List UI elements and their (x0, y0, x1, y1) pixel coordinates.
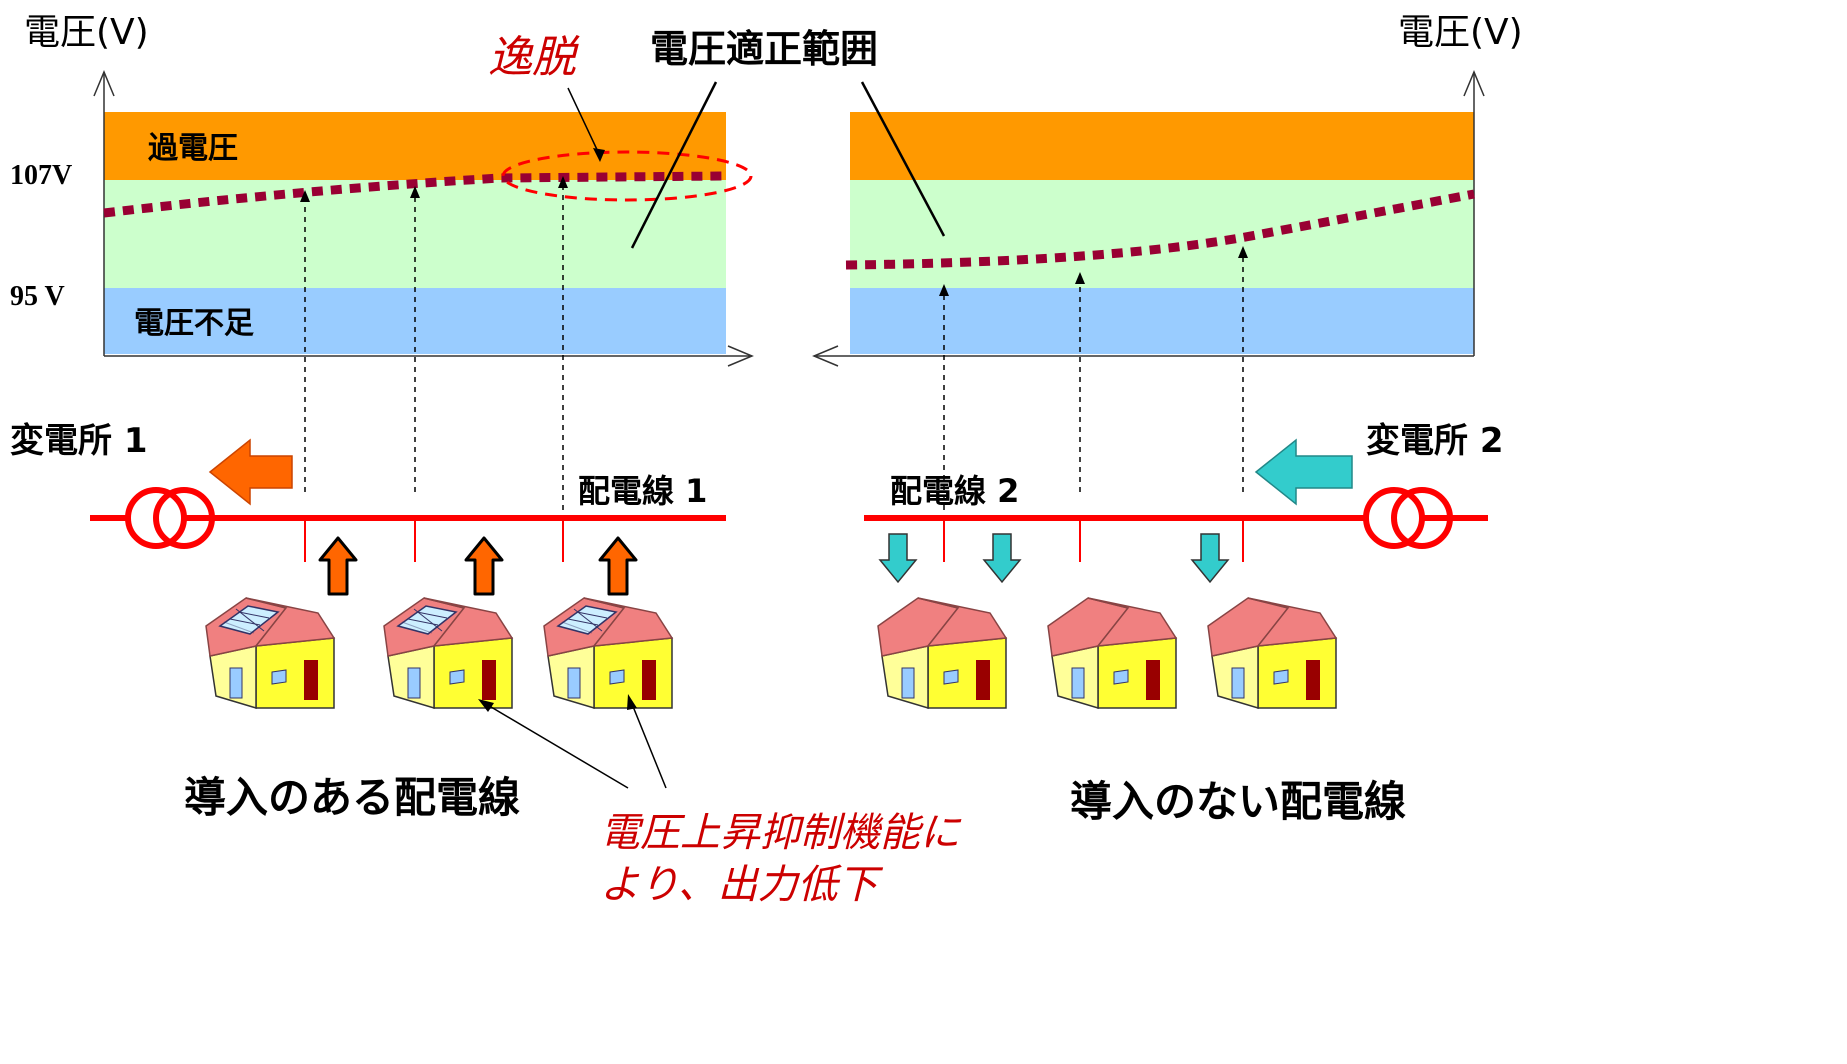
right-measurement-arrowheads (939, 246, 1248, 296)
up-arrow-icon (464, 536, 504, 596)
deviation-ellipse (501, 150, 753, 202)
down-arrow-icon (983, 533, 1021, 583)
down-arrow-icon (879, 533, 917, 583)
note-pointer-1-head (478, 699, 494, 712)
left-y-axis-arrowhead (93, 70, 115, 97)
proper-range-label: 電圧適正範囲 (650, 27, 878, 71)
left-caption: 導入のある配電線 (184, 773, 520, 822)
output-suppression-note-line2: より、出力低下 (600, 862, 884, 908)
proper-range-pointer-right (860, 81, 946, 237)
deviation-pointer-head (593, 148, 605, 162)
line-1-label: 配電線 1 (578, 472, 707, 510)
tick-label-107v: 107V (10, 160, 72, 191)
under-voltage-label: 電圧不足 (134, 306, 254, 341)
house-icon (877, 597, 1007, 709)
transformer-icon (1363, 487, 1453, 549)
reverse-flow-arrow (208, 438, 293, 506)
note-pointer-2-head (627, 694, 637, 710)
house-with-solar-panel-icon (383, 597, 513, 709)
up-arrow-icon (318, 536, 358, 596)
line-2-label: 配電線 2 (890, 472, 1019, 510)
left-distribution-line (90, 515, 726, 562)
right-voltage-profile-curve (845, 189, 1475, 270)
right-band-under-voltage (850, 288, 1474, 354)
left-band-over-voltage (104, 112, 726, 180)
up-arrow-icon (598, 536, 638, 596)
right-band-over-voltage (850, 112, 1474, 180)
right-y-axis-label: 電圧(V) (1398, 12, 1523, 53)
left-x-axis-arrowhead (727, 345, 754, 367)
over-voltage-label: 過電圧 (148, 131, 238, 166)
right-x-axis-arrowhead (812, 345, 839, 367)
output-suppression-note-line1: 電圧上昇抑制機能に (600, 810, 962, 856)
left-y-axis-label: 電圧(V) (24, 12, 149, 53)
transformer-icon (125, 487, 215, 549)
note-pointer-2 (631, 703, 667, 789)
deviation-pointer (567, 87, 601, 157)
right-chart: 電圧(V) (812, 12, 1523, 367)
right-caption: 導入のない配電線 (1070, 777, 1406, 826)
note-pointer-1 (485, 703, 629, 789)
substation-1-label: 変電所 1 (10, 421, 148, 461)
proper-range-pointer-left (630, 81, 718, 249)
left-measurement-arrows (304, 184, 564, 530)
house-with-solar-panel-icon (205, 597, 335, 709)
house-with-solar-panel-icon (543, 597, 673, 709)
substation-2-label: 変電所 2 (1366, 421, 1504, 461)
right-measurement-arrows (943, 256, 1244, 530)
deviation-label: 逸脱 (488, 32, 580, 83)
down-arrow-icon (1191, 533, 1229, 583)
right-band-proper-range (850, 180, 1474, 288)
tick-label-95v: 95 V (10, 281, 65, 312)
left-measurement-arrowheads (300, 176, 568, 202)
house-icon (1047, 597, 1177, 709)
forward-flow-arrow (1254, 438, 1353, 506)
left-chart: 過電圧 電圧不足 107V 95 V 電圧(V) 逸脱 (10, 12, 754, 367)
right-y-axis-arrowhead (1463, 70, 1485, 97)
house-icon (1207, 597, 1337, 709)
